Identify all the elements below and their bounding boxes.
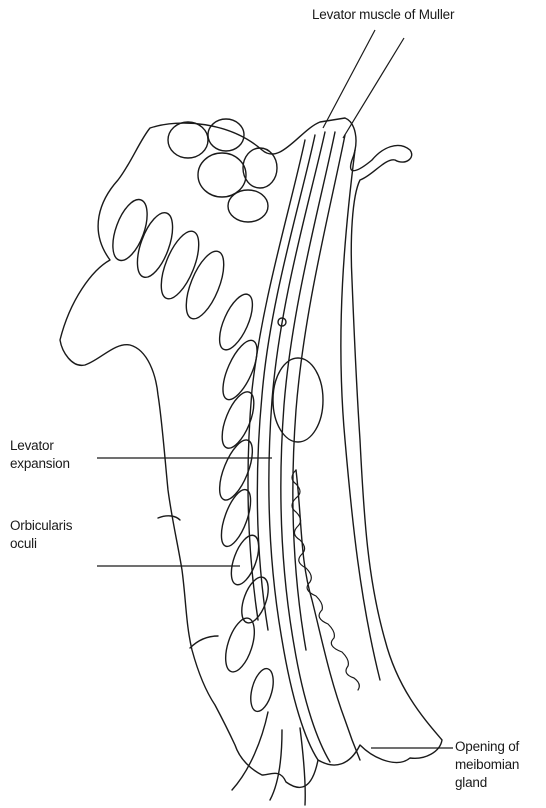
lid-outline: [60, 118, 442, 787]
label-levator-muscle-of-muller: Levator muscle of Muller: [312, 6, 454, 24]
orbicularis-bundle-9: [215, 486, 256, 550]
label-opening-of-meibomian-gland: Opening of meibomian gland: [455, 738, 519, 792]
label-text-line-3: gland: [455, 774, 519, 792]
label-text-line-1: Opening of: [455, 738, 519, 756]
orbicularis-bundle-12: [220, 615, 260, 676]
label-orbicularis-oculi: Orbicularis oculi: [10, 517, 72, 553]
fat-lobule-1: [168, 122, 208, 158]
leader-levator-muscle-of-muller-1: [323, 30, 375, 128]
skin-fold-1: [158, 516, 180, 520]
muller-fiber-1: [269, 132, 325, 760]
muller-fiber-6: [341, 150, 380, 680]
eyelash-2: [270, 730, 282, 800]
label-text-line-1: Levator: [10, 437, 70, 455]
orbicularis-bundle-8: [213, 436, 259, 504]
label-levator-expansion: Levator expansion: [10, 437, 70, 473]
label-text-line-2: expansion: [10, 455, 70, 473]
label-text-line-2: oculi: [10, 535, 72, 553]
orbicularis-bundle-13: [247, 666, 278, 714]
orbicularis-bundle-2: [130, 208, 180, 281]
orbicularis-bundle-10: [226, 532, 264, 588]
accessory-gland: [273, 358, 323, 442]
fat-lobule-4: [243, 148, 277, 188]
orbicularis-bundle-6: [216, 336, 264, 404]
muller-fiber-2: [281, 132, 335, 762]
eyelash-3: [300, 728, 305, 805]
leader-levator-muscle-of-muller-2: [343, 38, 404, 138]
fat-lobule-5: [228, 190, 268, 222]
orbicularis-bundle-5: [213, 290, 259, 355]
orbicularis-bundle-4: [179, 246, 232, 323]
label-text-line-2: meibomian: [455, 756, 519, 774]
meibomian-gland-duct: [296, 470, 360, 760]
muller-fiber-3: [293, 135, 345, 650]
skin-fold-2: [190, 636, 218, 648]
orbicularis-bundle-7: [216, 388, 261, 453]
label-text: Levator muscle of Muller: [312, 6, 454, 24]
fat-lobule-3: [198, 153, 246, 197]
label-text-line-1: Orbicularis: [10, 517, 72, 535]
